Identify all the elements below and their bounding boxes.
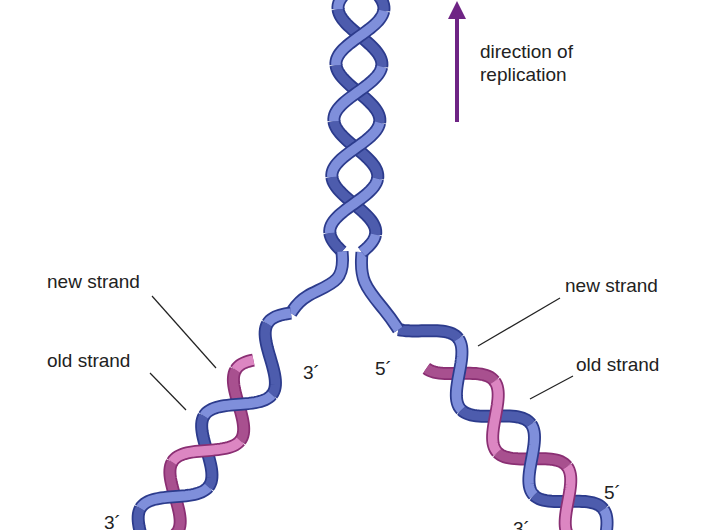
leader-line [530, 376, 573, 399]
strand-outline [267, 313, 291, 324]
strand-ribbon [265, 324, 275, 395]
strand-outline [529, 424, 535, 495]
leader-line [478, 298, 560, 346]
leader-line [150, 373, 186, 410]
strand-ribbon [362, 235, 376, 253]
strand-outline [565, 467, 571, 530]
strand-ribbon [493, 381, 499, 452]
strand-ribbon [604, 509, 607, 530]
strand-label: new strand [565, 274, 675, 297]
end-label: 5´ [604, 481, 634, 504]
strand-outline [338, 0, 362, 9]
strand-outline [138, 508, 148, 530]
strand-ribbon [330, 233, 342, 251]
strand-ribbon [334, 67, 382, 121]
end-label: 5´ [375, 357, 405, 380]
strand-ribbon [291, 251, 343, 313]
strand-ribbon [204, 395, 272, 416]
strand-ribbon [236, 360, 254, 370]
end-label: 3´ [104, 511, 134, 530]
strand-ribbon [140, 487, 208, 508]
strand-ribbon [330, 179, 378, 233]
end-label: 3´ [513, 517, 543, 530]
strand-outline [330, 233, 342, 251]
direction-arrow [455, 10, 459, 122]
strand-outline [204, 395, 272, 416]
strand-outline [330, 179, 378, 233]
direction-label: direction of replication [480, 40, 598, 86]
strand-outline [291, 251, 343, 313]
leader-line [152, 296, 216, 368]
strand-outline [493, 381, 499, 452]
strand-ribbon [361, 252, 398, 329]
back-strands [138, 0, 605, 530]
strand-outline [236, 360, 254, 370]
strand-label: new strand [47, 270, 157, 293]
strand-ribbon [138, 508, 148, 530]
strand-ribbon [362, 0, 384, 11]
strand-ribbon [456, 339, 462, 410]
strand-outline [172, 441, 240, 462]
strand-outline [336, 11, 384, 65]
strand-outline [456, 339, 462, 410]
dna-helix [111, 0, 607, 530]
strand-ribbon [565, 467, 571, 530]
strand-outline [334, 67, 382, 121]
strand-outline [362, 0, 384, 11]
strand-outline [140, 487, 208, 508]
strand-ribbon [267, 313, 291, 324]
strand-label: old strand [576, 353, 686, 376]
strand-outline [398, 330, 458, 339]
leader-lines [150, 296, 573, 410]
strand-outline [332, 123, 380, 177]
strand-ribbon [338, 0, 362, 9]
parent-strand-bridges [291, 251, 399, 329]
strand-outline [362, 235, 376, 253]
strand-outline [265, 324, 275, 395]
front-strands [111, 0, 607, 530]
strand-ribbon [332, 123, 380, 177]
strand-ribbon [336, 11, 384, 65]
end-label: 3´ [303, 361, 333, 384]
strand-ribbon [398, 330, 458, 339]
strand-ribbon [529, 424, 535, 495]
strand-label: old strand [47, 349, 157, 372]
strand-outline [604, 509, 607, 530]
strand-ribbon [172, 441, 240, 462]
strand-outline [361, 252, 398, 329]
